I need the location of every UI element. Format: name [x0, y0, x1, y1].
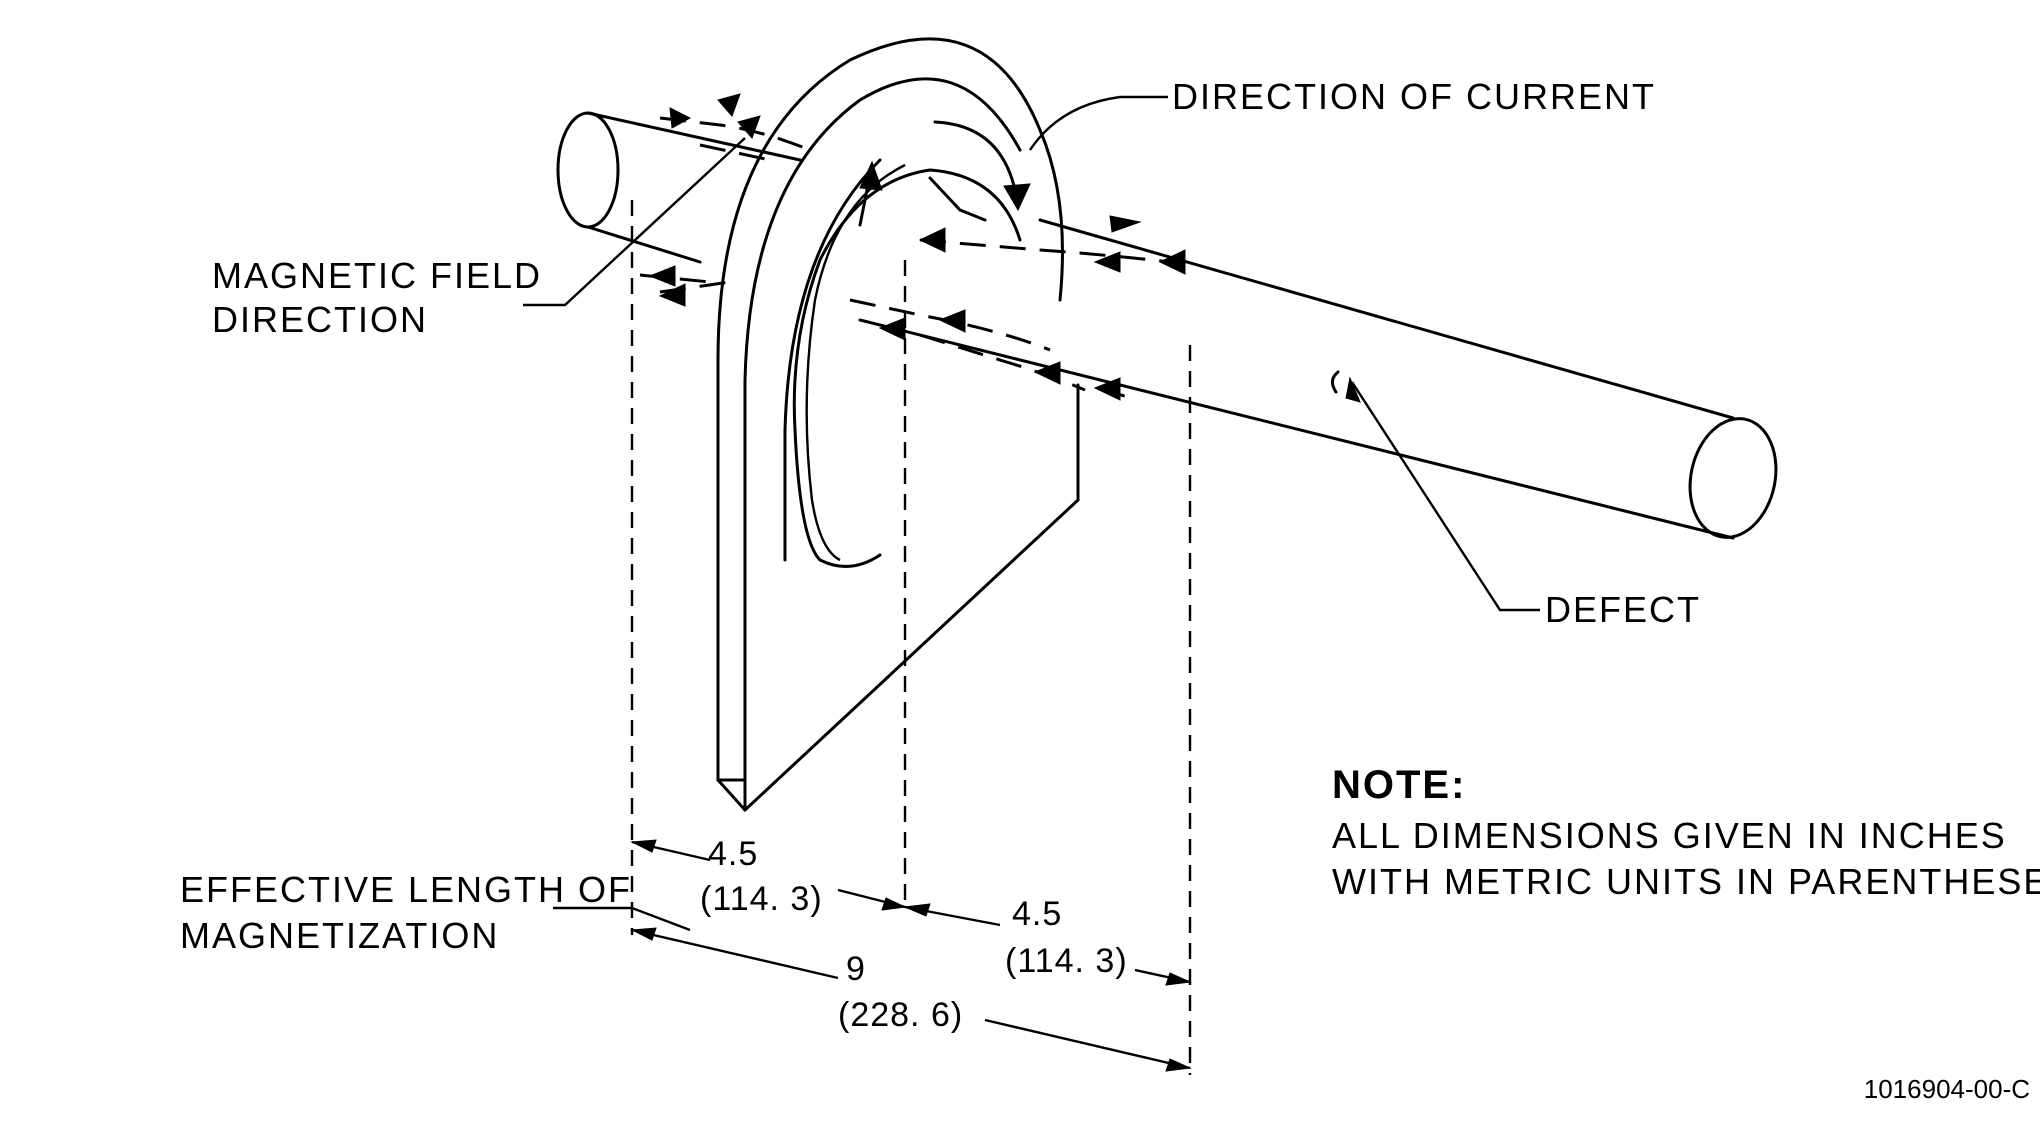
dim-total-inches: 9: [846, 950, 866, 988]
field-arrow-8: [648, 265, 676, 287]
defect-leader-arrow: [1345, 376, 1361, 403]
current-arrowhead-left: [859, 160, 883, 191]
field-arrow-5: [1093, 251, 1121, 273]
field-arrow-1: [717, 93, 741, 117]
field-arrow-9: [658, 283, 686, 307]
magnetic-field-lines: [639, 93, 1186, 401]
dim-total-line-a: [631, 928, 839, 980]
dimension-lines: [553, 200, 1192, 1075]
label-magnetic-field-line2: DIRECTION: [212, 299, 428, 340]
defect-leader: [1350, 381, 1540, 612]
dim-left-half-mm: (114. 3): [700, 880, 823, 918]
label-effective-length-line1: EFFECTIVE LENGTH OF: [180, 869, 632, 910]
field-arrow-7: [1158, 249, 1186, 275]
dim-total-arrow-a: [630, 927, 657, 941]
current-leader: [1029, 95, 1168, 151]
coil-outer-arc: [716, 37, 1064, 782]
coil-part: [716, 37, 1080, 812]
defect-mark: [1331, 370, 1340, 394]
figure-code: 1016904-00-C: [1864, 1074, 2030, 1104]
label-magnetic-field-line1: MAGNETIC FIELD: [212, 255, 542, 296]
note-heading: NOTE:: [1332, 763, 1466, 807]
dim-right-half-inches: 4.5: [1012, 895, 1062, 933]
field-arrow-3: [669, 107, 692, 129]
label-defect: DEFECT: [1545, 589, 1701, 630]
rod-right-end: [1688, 417, 1778, 539]
dim-right-half-arrow-a: [903, 903, 931, 917]
field-arrow-13: [878, 317, 906, 341]
field-leader: [523, 137, 746, 307]
dim-right-half-arrow-b: [1165, 972, 1192, 986]
label-direction-of-current: DIRECTION OF CURRENT: [1172, 76, 1656, 117]
field-arrow-4: [1109, 215, 1142, 233]
field-arrow-11: [1033, 361, 1061, 385]
plate-diagonal: [743, 498, 1080, 812]
coil-hole-top: [928, 168, 1022, 242]
dim-left-half-arrow-b: [881, 897, 907, 911]
field-arrow-6: [918, 227, 946, 253]
field-arrow-2: [737, 115, 761, 139]
dim-left-half-arrow-a: [630, 839, 657, 853]
rod-part: [556, 111, 1778, 540]
note-line1: ALL DIMENSIONS GIVEN IN INCHES: [1332, 815, 2007, 856]
field-line-3: [919, 238, 1171, 264]
current-arc-top: [933, 120, 1017, 192]
effective-length-leader: [553, 906, 691, 932]
plate-bottom-left: [716, 778, 747, 812]
dim-total-arrow-b: [1165, 1058, 1192, 1072]
coil-outer-arc-inner: [743, 77, 1022, 782]
dim-total-mm: (228. 6): [838, 996, 963, 1034]
coil-hole-rim: [805, 163, 906, 562]
dim-left-half-inches: 4.5: [708, 835, 758, 873]
rod-top-edge-left: [586, 111, 802, 162]
current-arrows: [858, 120, 1031, 227]
dim-total-line-b: [984, 1018, 1191, 1070]
rod-left-end: [556, 111, 620, 229]
dim-right-half-mm: (114. 3): [1005, 942, 1128, 980]
field-arrow-10: [938, 309, 966, 333]
rod-top-edge-right: [1038, 218, 1735, 420]
field-line-1: [659, 116, 811, 152]
note-line2: WITH METRIC UNITS IN PARENTHESES.: [1332, 861, 2040, 902]
current-arrowhead-top: [1003, 183, 1031, 212]
rod-bottom-edge-left: [586, 225, 702, 264]
label-leaders: [523, 95, 1540, 612]
coil-inner-current-line: [783, 158, 882, 562]
current-inner-hatch: [928, 176, 987, 222]
field-arrow-12: [1093, 377, 1121, 401]
coil-hole-front: [792, 168, 932, 568]
field-line-6: [849, 298, 1051, 352]
field-line-2: [699, 143, 771, 162]
rod-bottom-edge-right: [858, 318, 1735, 540]
label-effective-length-line2: MAGNETIZATION: [180, 915, 499, 956]
